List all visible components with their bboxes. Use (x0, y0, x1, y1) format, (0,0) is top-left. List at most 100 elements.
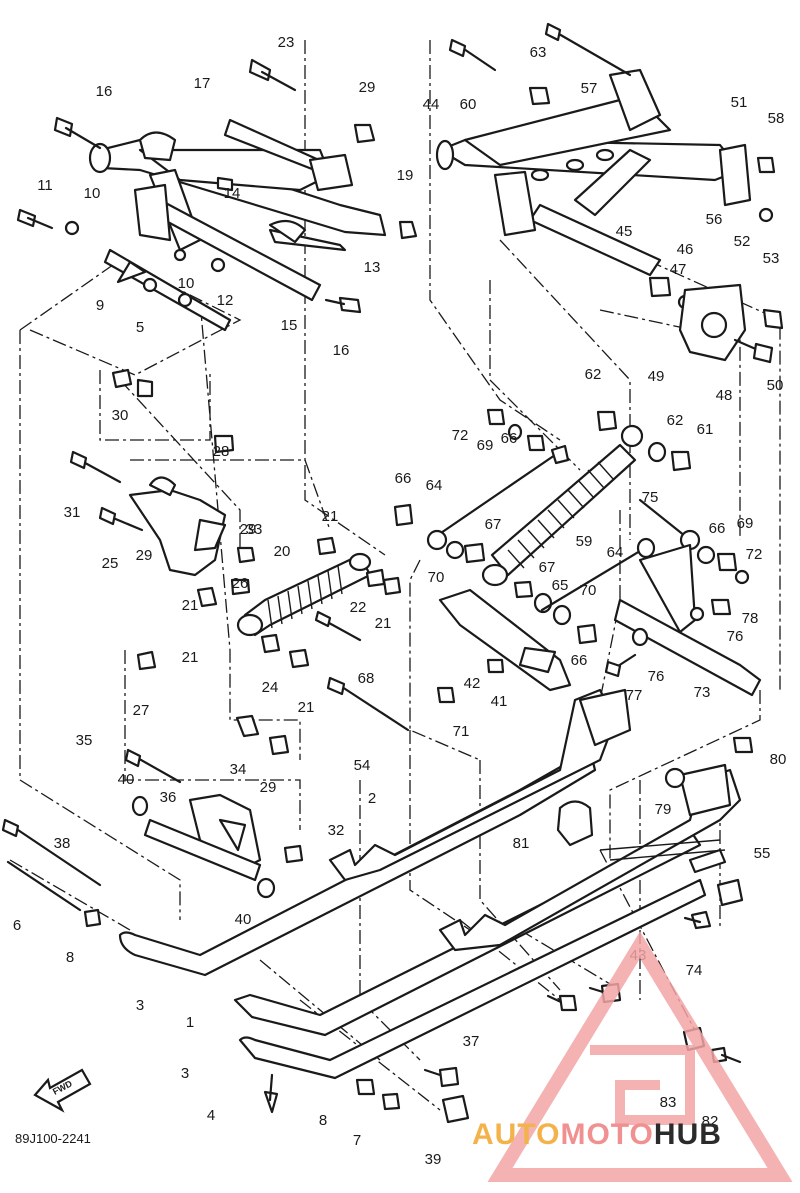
callout-66: 66 (709, 520, 726, 537)
callout-29: 29 (136, 547, 153, 564)
callout-25: 25 (102, 555, 119, 572)
svg-text:AUTOMOTOHUB: AUTOMOTOHUB (472, 1118, 722, 1151)
callout-21: 21 (375, 615, 392, 632)
callout-53: 53 (763, 250, 780, 267)
shock-spring-59 (507, 461, 615, 569)
callout-81: 81 (513, 835, 530, 852)
callout-64: 64 (607, 544, 624, 561)
callout-49: 49 (648, 368, 665, 385)
callout-27: 27 (133, 702, 150, 719)
callout-7: 7 (353, 1132, 361, 1149)
callout-61: 61 (697, 421, 714, 438)
lower-front-bracket (1, 748, 304, 928)
callout-75: 75 (642, 489, 659, 506)
callout-31: 31 (64, 504, 81, 521)
callout-38: 38 (54, 835, 71, 852)
callout-37: 37 (463, 1033, 480, 1050)
callout-64: 64 (426, 477, 443, 494)
callout-57: 57 (581, 80, 598, 97)
watermark-logo: AUTOMOTOHUB (472, 931, 793, 1182)
callout-76: 76 (648, 668, 665, 685)
callout-69: 69 (477, 437, 494, 454)
callout-40: 40 (118, 771, 135, 788)
callout-9: 9 (96, 297, 104, 314)
callout-70: 70 (580, 582, 597, 599)
callout-52: 52 (734, 233, 751, 250)
callout-40: 40 (235, 911, 252, 928)
callout-66: 66 (501, 430, 518, 447)
callout-48: 48 (716, 387, 733, 404)
rail-hardware (263, 878, 744, 1124)
callout-19: 19 (397, 167, 414, 184)
callout-66: 66 (395, 470, 412, 487)
callout-73: 73 (694, 684, 711, 701)
callout-66: 66 (571, 652, 588, 669)
callout-47: 47 (670, 261, 687, 278)
callout-60: 60 (460, 96, 477, 113)
callout-3: 3 (136, 997, 144, 1014)
callout-68: 68 (358, 670, 375, 687)
callout-56: 56 (706, 211, 723, 228)
callout-46: 46 (677, 241, 694, 258)
rear-arm-assembly (435, 22, 784, 364)
callout-labels: 1233456788910101112131415161617192021212… (13, 34, 787, 1168)
callout-80: 80 (770, 751, 787, 768)
callout-5: 5 (136, 319, 144, 336)
callout-11: 11 (37, 177, 53, 194)
callout-69: 69 (737, 515, 754, 532)
callout-54: 54 (354, 757, 371, 774)
callout-78: 78 (742, 610, 759, 627)
callout-2: 2 (368, 790, 376, 807)
callout-62: 62 (667, 412, 684, 429)
callout-30: 30 (112, 407, 129, 424)
callout-14: 14 (224, 185, 241, 202)
callout-8: 8 (319, 1112, 327, 1129)
forward-arrow-icon: FWD (33, 1068, 92, 1113)
callout-21: 21 (298, 699, 315, 716)
callout-21: 21 (182, 597, 199, 614)
callout-59: 59 (576, 533, 593, 550)
callout-16: 16 (333, 342, 350, 359)
rear-shock-assembly (393, 408, 762, 847)
callout-22: 22 (350, 599, 367, 616)
callout-83: 83 (660, 1094, 677, 1111)
watermark-hub: HUB (654, 1118, 722, 1151)
callout-29: 29 (359, 79, 376, 96)
callout-8: 8 (66, 949, 74, 966)
callout-10: 10 (84, 185, 101, 202)
callout-3: 3 (181, 1065, 189, 1082)
callout-72: 72 (746, 546, 763, 563)
callout-65: 65 (552, 577, 569, 594)
callout-20: 20 (274, 543, 291, 560)
slide-rails (118, 688, 742, 1080)
callout-70: 70 (428, 569, 445, 586)
callout-29: 29 (240, 521, 257, 538)
callout-67: 67 (485, 516, 502, 533)
callout-23: 23 (278, 34, 295, 51)
callout-50: 50 (767, 377, 784, 394)
watermark-auto: AUTO (472, 1118, 560, 1151)
callout-42: 42 (464, 675, 481, 692)
callout-34: 34 (230, 761, 247, 778)
front-arm-assembly (16, 58, 418, 332)
callout-1: 1 (186, 1014, 194, 1031)
callout-35: 35 (76, 732, 93, 749)
watermark-moto: MOTO (560, 1118, 653, 1151)
callout-13: 13 (364, 259, 381, 276)
callout-10: 10 (178, 275, 195, 292)
callout-21: 21 (182, 649, 199, 666)
callout-55: 55 (754, 845, 771, 862)
callout-17: 17 (194, 75, 211, 92)
callout-12: 12 (217, 292, 234, 309)
callout-72: 72 (452, 427, 469, 444)
callout-51: 51 (731, 94, 748, 111)
callout-77: 77 (626, 687, 643, 704)
callout-4: 4 (207, 1107, 215, 1124)
diagram-code: 89J100-2241 (15, 1131, 91, 1146)
callout-82: 82 (702, 1113, 719, 1130)
callout-39: 39 (425, 1151, 442, 1168)
callout-16: 16 (96, 83, 113, 100)
callout-79: 79 (655, 801, 672, 818)
callout-32: 32 (328, 822, 345, 839)
callout-6: 6 (13, 917, 21, 934)
